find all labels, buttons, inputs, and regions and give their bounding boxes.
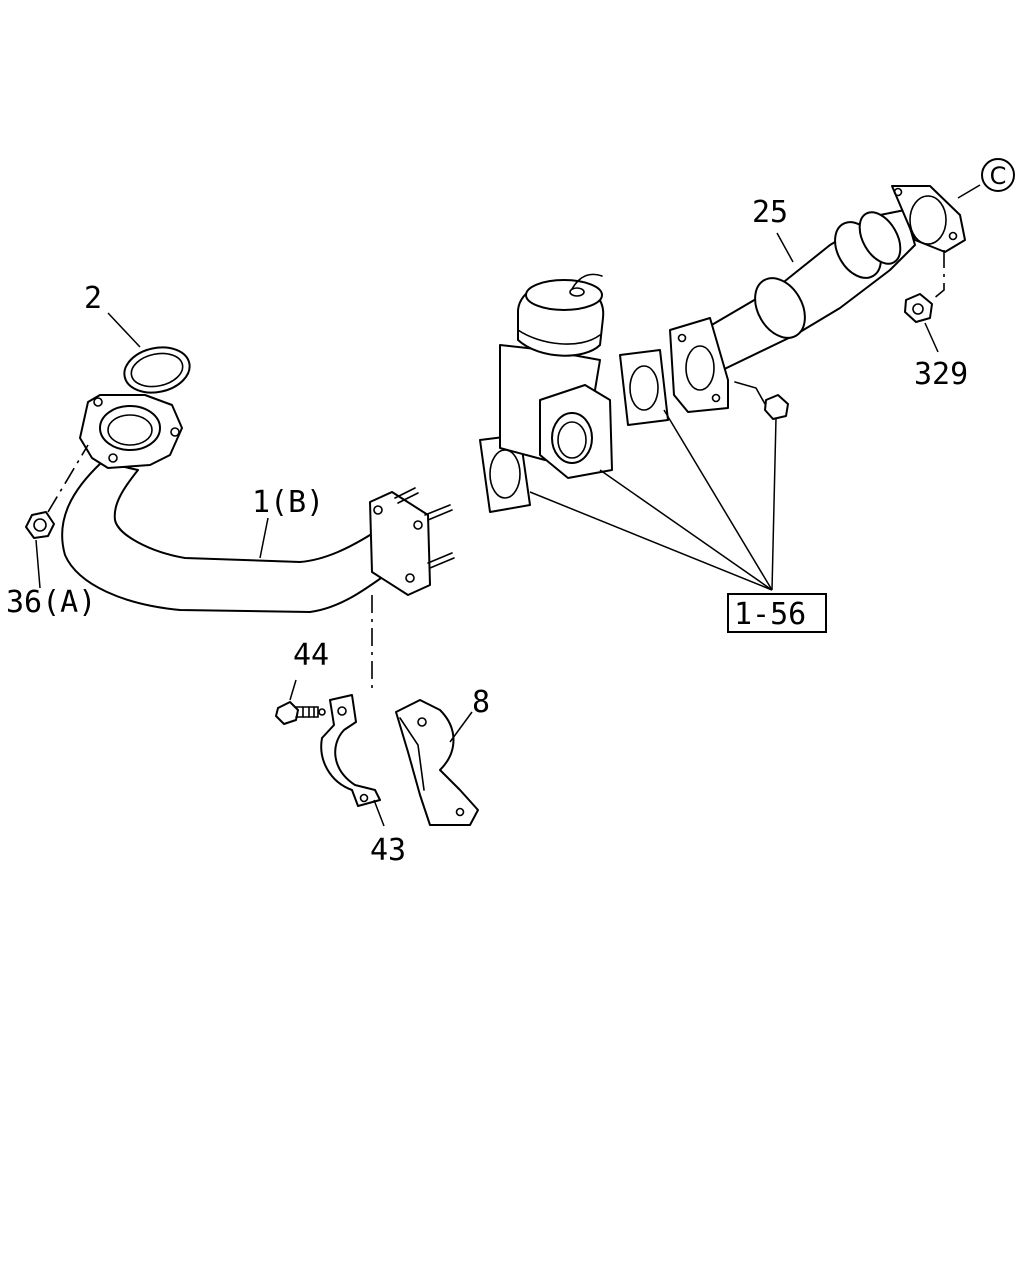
- reference-circle-c: C: [981, 158, 1015, 192]
- label-ref-1-56: 1-56: [734, 597, 806, 632]
- resonator-nut: [904, 250, 945, 323]
- front-exhaust-pipe: [61, 394, 455, 613]
- gasket-ring: [123, 346, 191, 394]
- label-part-329: 329: [914, 357, 968, 392]
- label-ref-c: C: [990, 162, 1007, 190]
- bracket-bolt: [275, 701, 326, 725]
- label-part-8: 8: [472, 685, 490, 720]
- reference-box-1-56: 1-56: [727, 593, 827, 633]
- label-part-43: 43: [370, 833, 406, 868]
- label-part-44: 44: [293, 638, 329, 673]
- square-gasket-right: [619, 349, 669, 426]
- label-part-1b: 1(B): [252, 485, 324, 520]
- small-flange-bolt: [734, 381, 789, 420]
- pipe-clamp: [320, 694, 381, 807]
- callout-labels: 2 1(B) 36(A) 44 43 8 25 329 1-56 C: [6, 158, 1015, 868]
- leader-lines: [35, 184, 981, 827]
- label-part-25: 25: [752, 195, 788, 230]
- center-pipe: [669, 185, 966, 413]
- label-part-36a: 36(A): [6, 585, 96, 620]
- pipe-bracket: [395, 699, 479, 826]
- exhaust-brake-valve: [499, 273, 613, 479]
- label-part-2: 2: [84, 281, 102, 316]
- flange-nut: [25, 444, 89, 539]
